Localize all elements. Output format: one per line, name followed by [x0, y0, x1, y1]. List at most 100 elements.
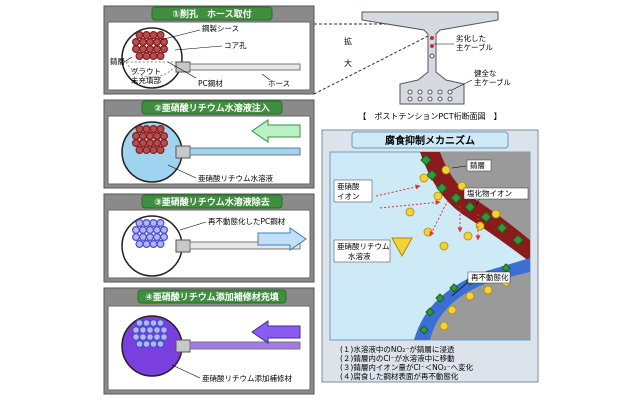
panel-3-title-bg	[141, 194, 283, 209]
pc-strand	[132, 132, 141, 141]
panel-1-title-bg	[151, 6, 273, 21]
ion-marker	[439, 321, 449, 331]
pc-strand	[135, 340, 144, 349]
girder-caption: 【 ポストテンションPCT桁断面図 】	[358, 111, 501, 121]
cable-mid	[429, 53, 435, 59]
pc-strand	[160, 233, 169, 242]
panel-4-filling: ④亜硝酸リチウム添加補修材充填 亜硝酸リチウム添加補修材	[103, 287, 315, 395]
label-rust-1: 錆層	[110, 56, 125, 66]
pc-strand	[135, 51, 144, 60]
hose-pipe-4	[189, 341, 301, 350]
pc-strand	[132, 333, 141, 342]
mechanism-panel: 腐食抑制メカニズム 錆層 亜硝酸イオン 塩化物イオン	[321, 129, 539, 383]
pc-strand	[156, 146, 165, 155]
pc-strand	[153, 326, 162, 335]
degraded-cable-2	[430, 44, 434, 48]
pc-strand	[132, 233, 141, 242]
pc-strand	[156, 124, 165, 133]
ion-marker	[475, 221, 485, 231]
pc-strand	[132, 44, 141, 53]
pc-strand	[139, 132, 148, 141]
pc-strand	[146, 233, 155, 242]
mech-label-solution: 亜硝酸リチウム水溶液	[337, 241, 390, 261]
pc-strand	[156, 240, 165, 249]
pc-strand	[139, 37, 148, 46]
pc-strand	[135, 31, 144, 40]
pc-strand	[146, 226, 155, 235]
ion-marker	[423, 227, 433, 237]
pc-strand	[139, 44, 148, 53]
mech-label-repassivation: 再不動態化	[471, 272, 509, 282]
pc-strand	[139, 333, 148, 342]
mech-label-chloride: 塩化物イオン	[467, 188, 512, 198]
ion-marker	[491, 209, 501, 219]
pc-strand	[146, 132, 155, 141]
pc-strand	[146, 326, 155, 335]
pc-strand	[139, 326, 148, 335]
panel-2-injection: ②亜硝酸リチウム水溶液注入 亜硝酸リチウム水溶液	[103, 99, 315, 189]
pc-strand	[160, 132, 169, 141]
yellow-down-arrow	[391, 237, 413, 258]
pc-strand	[149, 219, 158, 228]
mechanism-title-bg	[351, 131, 509, 149]
pc-strand	[139, 139, 148, 148]
hose-connector-4	[175, 339, 191, 353]
hose-pipe	[189, 63, 301, 71]
label-expand-2: 大	[344, 58, 352, 68]
pc-strand	[135, 219, 144, 228]
panel-2-title: ②亜硝酸リチウム水溶液注入	[154, 102, 270, 114]
ion-marker	[439, 241, 449, 251]
rust-diamond	[420, 154, 432, 166]
pc-strand	[146, 333, 155, 342]
mech-label-rust: 錆層	[470, 160, 485, 170]
rust-diamond	[426, 169, 438, 181]
label-solution-2: 亜硝酸リチウム水溶液	[198, 173, 273, 183]
label-hose: ホース	[268, 79, 290, 88]
pc-strand	[135, 319, 144, 328]
ion-marker	[465, 291, 475, 301]
ion-marker	[447, 305, 457, 315]
pc-strand	[142, 240, 151, 249]
label-unfilled: 未充填部	[131, 75, 161, 85]
ion-marker	[463, 231, 473, 241]
pc-strand	[149, 240, 158, 249]
rust-diamond	[496, 222, 508, 234]
mech-note-2: (２)錆層内のCl⁻が水溶液中に移動	[340, 353, 455, 363]
girder-section: 拡 大 劣化した主ケーブル 健全な主ケーブル 【 ポストテンションPCT桁断面図…	[313, 11, 512, 121]
panel-4-strands	[132, 319, 169, 349]
label-sound-cable: 健全な主ケーブル	[474, 68, 512, 87]
label-degraded-cable: 劣化した主ケーブル	[456, 33, 494, 52]
pc-strand	[146, 139, 155, 148]
mech-note-3: (３)錆層内イオン量がCl⁻＜NO₂⁻へ変化	[340, 362, 474, 372]
pc-strand	[132, 139, 141, 148]
label-grout: グラウト	[131, 66, 161, 76]
panel-1-strands	[132, 31, 169, 60]
pc-strand	[156, 340, 165, 349]
ion-marker	[405, 207, 415, 217]
passivation-diamond	[449, 283, 459, 293]
hose-connector-3	[175, 239, 191, 253]
pc-strand	[142, 124, 151, 133]
degraded-cable-1	[430, 36, 434, 40]
panel-3-strands	[132, 219, 169, 249]
pc-strand	[142, 146, 151, 155]
pc-strand	[132, 326, 141, 335]
pc-strand	[149, 31, 158, 40]
label-core-hole: コア孔	[224, 41, 247, 50]
pc-strand	[132, 37, 141, 46]
label-repair: 亜硝酸リチウム添加補修材	[202, 373, 292, 383]
hose-pipe-2	[189, 147, 301, 156]
pc-strand	[149, 340, 158, 349]
rust-diamond	[436, 182, 448, 194]
rust-diamonds	[420, 154, 524, 246]
pc-strand	[156, 31, 165, 40]
pc-strand	[146, 44, 155, 53]
pc-strand	[142, 340, 151, 349]
panel-4-title: ④亜硝酸リチウム添加補修材充填	[145, 291, 279, 303]
steel-region-lower	[430, 272, 530, 340]
pc-strand	[142, 219, 151, 228]
pc-strand	[149, 146, 158, 155]
pc-strand	[153, 333, 162, 342]
pc-strand	[146, 37, 155, 46]
pc-strand	[142, 31, 151, 40]
